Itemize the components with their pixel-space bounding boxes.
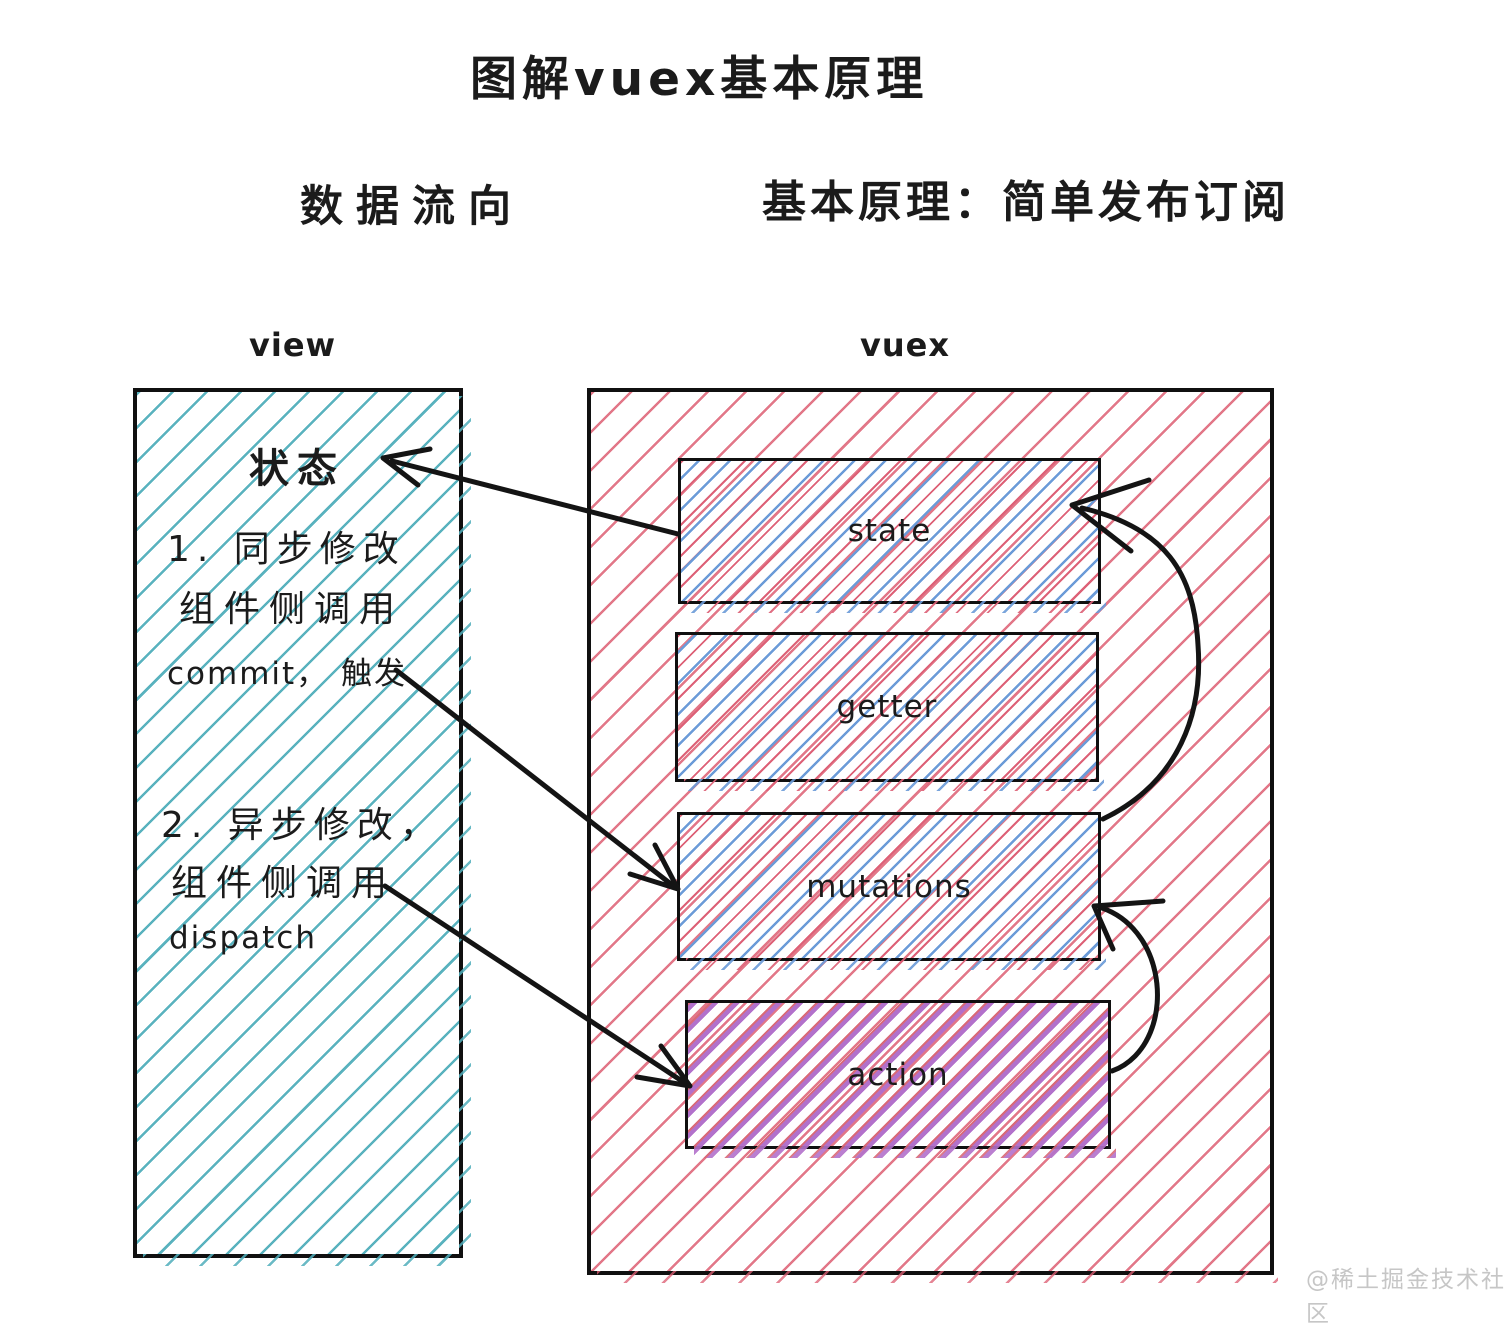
getter-box-label: getter bbox=[836, 689, 938, 725]
mutations-box-label: mutations bbox=[806, 868, 972, 905]
view-panel-label: view bbox=[249, 326, 337, 364]
async-note-line3: dispatch bbox=[169, 920, 317, 956]
action-box-label: action bbox=[847, 1056, 949, 1093]
sync-note-line2: 组件侧调用 bbox=[179, 589, 405, 630]
view-panel: 状态 1. 同步修改 组件侧调用 commit， 触发 2. 异步修改， 组件侧… bbox=[133, 388, 471, 1266]
getter-box: getter bbox=[675, 632, 1104, 791]
sync-note-line1: 1. 同步修改 bbox=[167, 529, 406, 570]
vuex-panel-label: vuex bbox=[860, 326, 950, 364]
async-note-line2: 组件侧调用 bbox=[171, 863, 397, 904]
sync-note-line3: commit， 触发 bbox=[167, 656, 408, 692]
watermark: @稀土掘金技术社区 bbox=[1306, 1267, 1506, 1327]
section-title-principle: 基本原理：简单发布订阅 bbox=[762, 177, 1290, 228]
mutations-box: mutations bbox=[677, 812, 1106, 970]
state-box-label: state bbox=[847, 513, 932, 549]
action-box: action bbox=[685, 1000, 1116, 1158]
state-box: state bbox=[678, 458, 1106, 613]
async-note-line1: 2. 异步修改， bbox=[161, 805, 443, 846]
vuex-panel: state getter mutations action bbox=[587, 388, 1278, 1283]
view-state-text: 状态 bbox=[249, 446, 345, 492]
section-title-data-flow: 数据流向 bbox=[300, 182, 524, 232]
page-title: 图解vuex基本原理 bbox=[470, 52, 929, 107]
